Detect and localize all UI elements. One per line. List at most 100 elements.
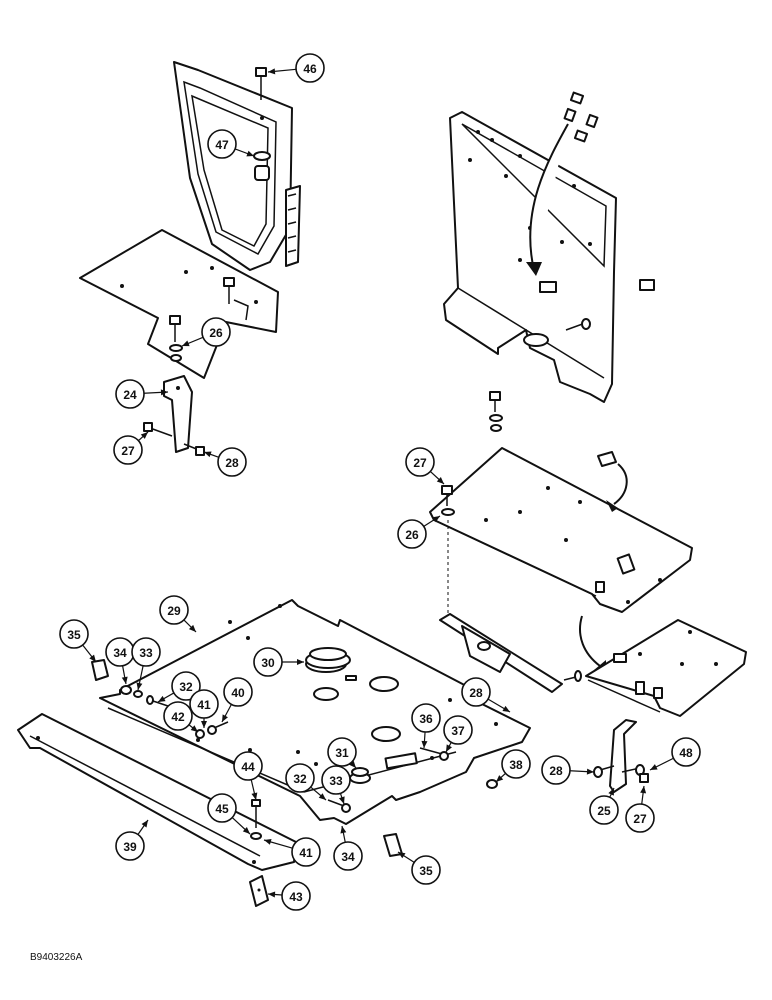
callout-arrowhead [586, 768, 594, 775]
clip-right [639, 279, 655, 291]
callout-label: 33 [329, 774, 343, 788]
callout-label: 27 [121, 444, 135, 458]
callout-label: 40 [231, 686, 245, 700]
callout-35: 35 [397, 851, 441, 885]
callout-circle [207, 129, 237, 159]
nut-38 [486, 779, 498, 789]
callout-arrowhead [160, 389, 168, 396]
callout-circle [171, 671, 201, 701]
callout-arrowhead [201, 721, 207, 728]
callout-label: 31 [335, 746, 349, 760]
bolt-36-37 [419, 747, 449, 761]
callout-28: 28 [203, 447, 247, 477]
callout-circle [217, 447, 247, 477]
callout-circle [405, 447, 435, 477]
bolt-32-33-bottom [327, 799, 351, 813]
callout-label: 39 [123, 840, 137, 854]
callout-circle [189, 689, 219, 719]
callout-arrowhead [398, 852, 406, 859]
callout-26: 26 [181, 317, 231, 347]
callout-arrowhead [242, 827, 250, 834]
callout-39: 39 [115, 819, 149, 861]
callout-circle [113, 435, 143, 465]
callout-24: 24 [115, 379, 169, 409]
seat-back-bracket [173, 61, 293, 271]
callout-label: 46 [303, 62, 317, 76]
callout-37: 37 [443, 715, 473, 753]
callout-31: 31 [327, 737, 357, 769]
callout-arrowhead [496, 775, 504, 782]
callout-circle [397, 519, 427, 549]
callout-circle [411, 703, 441, 733]
callout-circle [321, 765, 351, 795]
skirt-39 [17, 713, 297, 871]
washers-34-33-left [120, 685, 143, 698]
callout-arrowhead [608, 788, 614, 796]
callout-label: 32 [293, 772, 307, 786]
bolt-bracket [563, 670, 582, 682]
nut-28-left [183, 443, 205, 456]
bracket-25 [609, 719, 637, 793]
callout-48: 48 [649, 737, 701, 771]
callout-circle [333, 841, 363, 871]
callout-arrowhead [640, 786, 647, 794]
callout-35: 35 [59, 619, 97, 663]
callout-circle [163, 701, 193, 731]
callout-arrowhead [297, 659, 304, 665]
callout-arrowhead [121, 676, 128, 684]
callout-label: 43 [289, 890, 303, 904]
callout-label: 41 [197, 698, 211, 712]
callout-layer: 46 47 26 24 27 28 27 26 29 35 34 33 32 30 41 40 42 28 36 37… [59, 53, 701, 911]
callout-29: 29 [159, 595, 197, 633]
callout-label: 44 [241, 760, 255, 774]
callout-arrowhead [349, 760, 356, 768]
callout-arrowhead [190, 725, 198, 732]
callout-34: 34 [333, 825, 363, 871]
callout-44: 44 [233, 751, 263, 801]
callout-label: 27 [633, 812, 647, 826]
rubber-strip [285, 185, 301, 267]
bracket-43 [249, 875, 269, 907]
callout-label: 36 [419, 712, 433, 726]
callout-label: 30 [261, 656, 275, 670]
callout-label: 37 [451, 724, 465, 738]
platform-bracket [439, 613, 563, 693]
callout-40: 40 [221, 677, 253, 723]
callout-arrowhead [338, 796, 345, 804]
callout-45: 45 [207, 793, 251, 835]
callout-arrowhead [182, 340, 190, 347]
callout-circle [59, 619, 89, 649]
clip-pads [563, 91, 599, 143]
callout-arrowhead [502, 705, 510, 712]
callout-circle [625, 803, 655, 833]
callout-arrowhead [222, 714, 228, 722]
bolt-26-left [169, 315, 183, 362]
bolt-center-plate [223, 277, 249, 321]
callout-label: 48 [679, 746, 693, 760]
callout-circle [443, 715, 473, 745]
callout-arrowhead [141, 820, 148, 828]
callout-42: 42 [163, 701, 199, 733]
callout-label: 28 [469, 686, 483, 700]
callout-arrowhead [251, 792, 258, 800]
bolt-44-45 [250, 799, 262, 840]
callout-28: 28 [541, 755, 595, 785]
callout-arrowhead [158, 695, 166, 702]
callout-38: 38 [495, 749, 531, 783]
callout-label: 41 [299, 846, 313, 860]
callout-circle [201, 317, 231, 347]
callout-label: 45 [215, 802, 229, 816]
callout-circle [281, 881, 311, 911]
callout-circle [541, 755, 571, 785]
callout-label: 47 [215, 138, 229, 152]
callout-label: 32 [179, 680, 193, 694]
callout-circle [159, 595, 189, 625]
callout-circle [411, 855, 441, 885]
callout-arrowhead [436, 477, 444, 484]
callout-arrowhead [136, 682, 143, 690]
platform-lower [585, 619, 747, 717]
callout-label: 34 [113, 646, 127, 660]
callout-label: 26 [405, 528, 419, 542]
callout-circle [295, 53, 325, 83]
callout-label: 26 [209, 326, 223, 340]
